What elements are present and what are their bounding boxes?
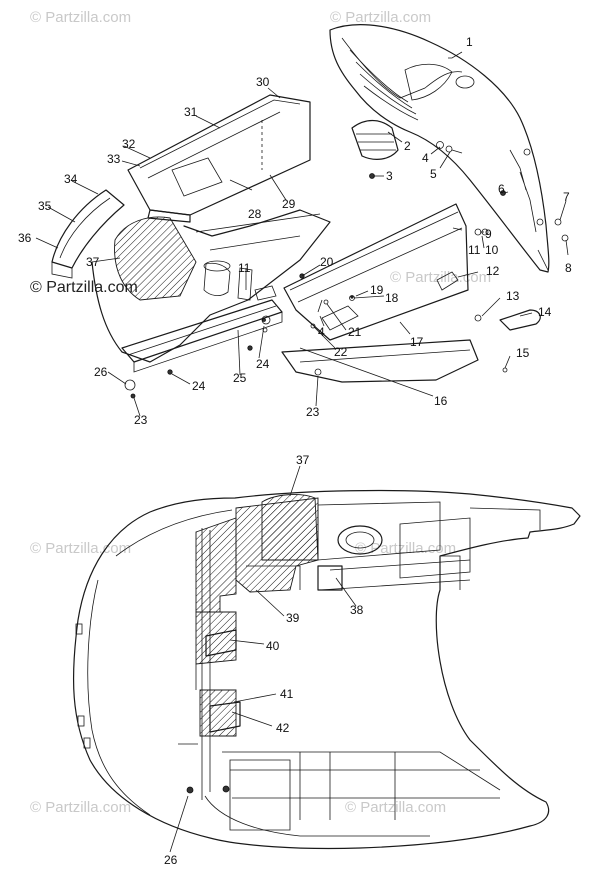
callout-33: 33 (107, 152, 121, 166)
callout-32: 32 (122, 137, 136, 151)
callout-20: 20 (320, 255, 334, 269)
watermark-bottom-right: © Partzilla.com (345, 799, 446, 816)
part-16-lower-panel (281, 339, 479, 383)
callout-11-right: 11 (468, 243, 481, 257)
callout-23-left: 23 (134, 413, 148, 427)
callout-15: 15 (516, 346, 530, 360)
callout-35: 35 (38, 199, 52, 213)
callout-2: 2 (404, 139, 411, 153)
watermark-top-left: © Partzilla.com (30, 9, 131, 26)
callout-3: 3 (386, 169, 393, 183)
callout-34: 34 (64, 172, 78, 186)
callouts-lower: 37 38 39 40 41 42 26 (164, 453, 364, 867)
part-17-right-floor (283, 203, 469, 341)
callout-30: 30 (256, 75, 270, 89)
callout-16: 16 (434, 394, 448, 408)
callout-31: 31 (184, 105, 198, 119)
callout-10: 10 (485, 243, 499, 257)
callout-41: 41 (280, 687, 294, 701)
callout-17: 17 (410, 335, 424, 349)
part-25-left-rail (121, 299, 283, 373)
callout-25: 25 (233, 371, 247, 385)
lower-assembled-view: 37 38 39 40 41 42 26 (72, 453, 581, 867)
part-side-panel-left (195, 517, 237, 613)
watermark-upper-left: © Partzilla.com (30, 279, 138, 296)
watermark-middle-right: © Partzilla.com (355, 540, 456, 557)
watermark-middle-left: © Partzilla.com (30, 540, 131, 557)
callout-7: 7 (563, 190, 570, 204)
callout-4-lower: 4 (318, 325, 325, 339)
part-34-36-side-deflector (51, 189, 125, 279)
callout-28: 28 (248, 207, 262, 221)
callout-14: 14 (538, 305, 552, 319)
part-1-hood (329, 24, 550, 273)
callout-22: 22 (334, 345, 348, 359)
part-2-air-duct (351, 119, 399, 160)
callout-40: 40 (266, 639, 280, 653)
leader-lines-lower (169, 465, 357, 853)
callout-24-left: 24 (192, 379, 206, 393)
callout-11-left: 11 (238, 261, 251, 275)
part-42-pad (209, 701, 241, 733)
callout-39: 39 (286, 611, 300, 625)
callout-23-right: 23 (306, 405, 320, 419)
callout-6: 6 (498, 182, 505, 196)
callout-29: 29 (282, 197, 296, 211)
callout-37-upper: 37 (86, 255, 100, 269)
callout-13: 13 (506, 289, 520, 303)
callout-19: 19 (370, 283, 384, 297)
part-28-33-dash-panel (127, 94, 311, 223)
part-38-bracket (317, 565, 343, 591)
watermark-top-right: © Partzilla.com (330, 9, 431, 26)
callout-26-upper: 26 (94, 365, 108, 379)
callout-8: 8 (565, 261, 572, 275)
callout-42: 42 (276, 721, 290, 735)
callout-12: 12 (486, 264, 500, 278)
upper-exploded-view: 1 2 3 4 5 6 7 8 9 10 11 12 13 14 15 16 1… (18, 24, 572, 427)
callout-36: 36 (18, 231, 32, 245)
callout-26-lower: 26 (164, 853, 178, 867)
part-40-pad (195, 611, 237, 665)
callout-21: 21 (348, 325, 362, 339)
watermark-upper-right: © Partzilla.com (390, 269, 491, 286)
part-41-pad (199, 689, 237, 737)
callout-24-right: 24 (256, 357, 270, 371)
body-tray (91, 209, 331, 363)
callouts-upper: 1 2 3 4 5 6 7 8 9 10 11 12 13 14 15 16 1… (18, 35, 572, 427)
callout-9: 9 (485, 227, 492, 241)
part-14-reflector (499, 309, 541, 331)
callout-4-upper: 4 (422, 151, 429, 165)
callout-37-lower: 37 (296, 453, 310, 467)
fasteners-upper (124, 273, 508, 399)
callout-5: 5 (430, 167, 437, 181)
watermark-bottom-left: © Partzilla.com (30, 799, 131, 816)
hardware-3-4-5 (369, 141, 569, 242)
leader-lines-upper (35, 51, 569, 417)
watermarks: © Partzilla.com © Partzilla.com © Partzi… (30, 9, 491, 816)
callout-38: 38 (350, 603, 364, 617)
callout-18: 18 (385, 291, 399, 305)
part-37-seat-pad (114, 216, 197, 301)
body-outline (72, 489, 581, 850)
callout-1: 1 (466, 35, 473, 49)
part-39-foam-block (235, 497, 319, 593)
